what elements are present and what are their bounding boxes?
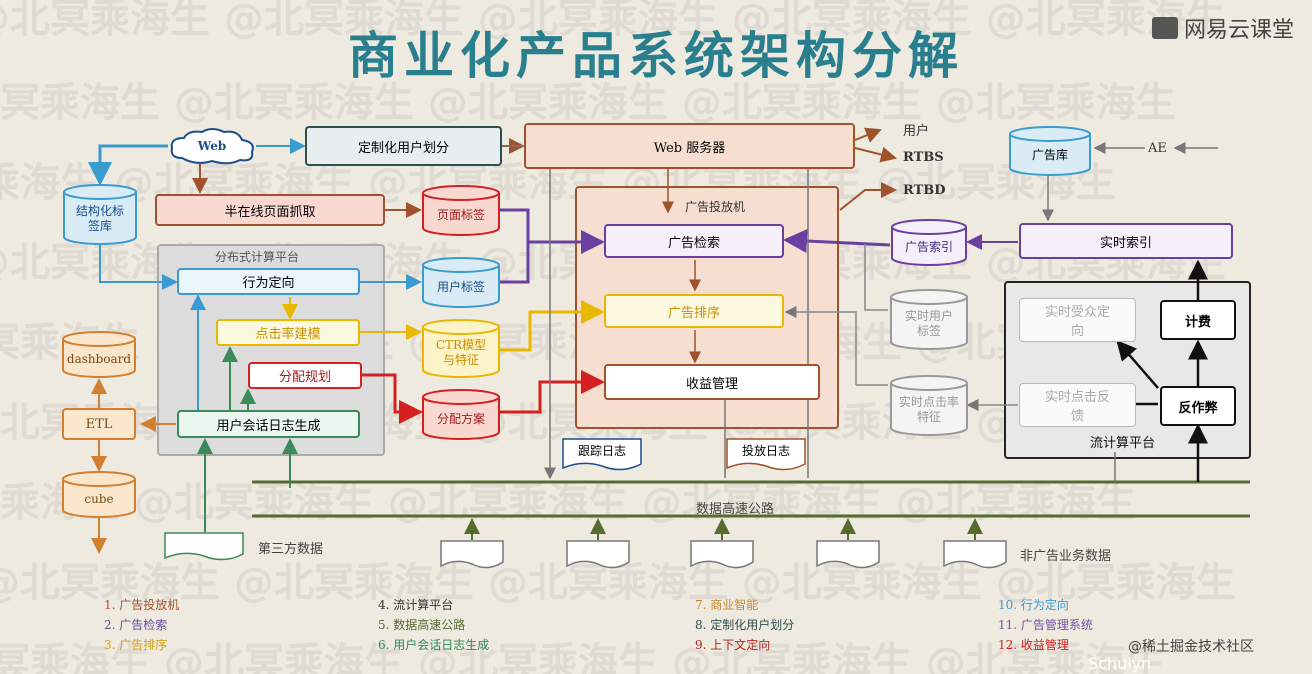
document-icon [726,438,806,471]
source-doc [690,540,754,570]
page-tags-cylinder: 页面标签 [421,184,501,236]
user-tags-cylinder: 用户标签 [421,256,501,308]
ctr-model-box: 点击率建模 [216,319,360,346]
database-icon [422,185,500,236]
legend-item: 12. 收益管理 [998,638,1069,652]
database-icon [63,184,137,245]
database-icon [422,257,500,308]
document-icon [562,438,642,471]
ad-retrieval-box: 广告检索 [604,224,784,258]
database-icon [422,389,500,440]
behavior-targeting-box: 行为定向 [177,268,360,295]
site-credit: @稀土掘金技术社区 [1128,639,1254,655]
database-icon [891,219,967,266]
offline-crawl-box: 半在线页面抓取 [155,194,385,226]
source-doc [816,540,880,570]
user-division-box: 定制化用户划分 [305,126,502,166]
non-ad-data-label: 非广告业务数据 [1020,549,1112,564]
etl-box: ETL [62,408,136,440]
anti-fraud-box: 反作弊 [1160,386,1236,426]
data-highway-label: 数据高速公路 [696,502,775,517]
rt-click-feature-cylinder: 实时点击率特征 [889,374,969,436]
brand-logo: 网易云课堂 [1151,12,1294,44]
billing-box: 计费 [1160,300,1236,340]
realtime-index-box: 实时索引 [1019,223,1233,259]
logo-icon [1151,17,1178,39]
database-icon [1009,126,1091,176]
database-icon [890,289,968,350]
distributed-platform-label: 分布式计算平台 [215,250,300,264]
document-icon [566,540,630,569]
track-log-doc: 跟踪日志 [562,438,642,472]
ctr-feature-cylinder: CTR模型与特征 [421,318,501,378]
diagram-title: 商业化产品系统架构分解 [348,27,964,85]
legend-item: 7. 商业智能 [695,598,759,612]
third-party-doc [164,532,244,562]
session-log-box: 用户会话日志生成 [177,410,360,438]
document-icon [690,540,754,569]
document-icon [816,540,880,569]
database-icon [62,471,136,518]
rtbd-label: RTBD [903,183,946,198]
source-doc [943,540,1007,570]
ad-server-label: 广告投放机 [685,200,746,214]
ad-index-cylinder: 广告索引 [890,218,968,266]
stream-platform-label: 流计算平台 [1090,436,1156,451]
database-icon [62,331,136,378]
third-party-label: 第三方数据 [258,542,324,557]
legend-item: 8. 定制化用户划分 [695,618,795,632]
cube-cylinder: cube [61,470,137,518]
legend-item: 6. 用户会话日志生成 [378,638,490,652]
document-icon [943,540,1007,569]
legend-item: 10. 行为定向 [998,598,1069,612]
author-credit: Schulyn [1088,654,1152,673]
serve-log-doc: 投放日志 [726,438,806,472]
legend-item: 2. 广告检索 [104,618,168,632]
source-doc [440,540,504,570]
rt-click-feedback-box: 实时点击反馈 [1019,383,1136,427]
rt-user-tag-cylinder: 实时用户标签 [889,288,969,350]
user-output-label: 用户 [903,124,930,139]
revenue-mgmt-box: 收益管理 [604,364,820,400]
logo-text: 网易云课堂 [1183,18,1294,43]
ad-ranking-box: 广告排序 [604,294,784,328]
database-icon [422,319,500,378]
document-icon [164,532,244,561]
database-icon [890,375,968,436]
legend-item: 9. 上下文定向 [695,638,771,652]
alloc-planning-box: 分配规划 [248,362,362,389]
struct-tag-db-cylinder: 结构化标签库 [62,183,138,245]
web-server-box: Web 服务器 [524,123,855,169]
web-node: Web [168,128,256,165]
document-icon [440,540,504,569]
ae-label: AE [1148,141,1167,156]
legend-item: 3. 广告排序 [104,638,168,652]
source-doc [566,540,630,570]
legend-item: 1. 广告投放机 [104,598,180,612]
ad-db-cylinder: 广告库 [1008,124,1092,176]
rtbs-label: RTBS [903,150,944,165]
legend-item: 11. 广告管理系统 [998,618,1093,632]
legend-item: 5. 数据高速公路 [378,618,466,632]
cloud-icon [170,128,254,165]
rt-audience-box: 实时受众定向 [1019,298,1136,342]
dashboard-cylinder: dashboard [61,330,137,378]
alloc-plan-cylinder: 分配方案 [421,388,501,440]
legend-item: 4. 流计算平台 [378,598,454,612]
